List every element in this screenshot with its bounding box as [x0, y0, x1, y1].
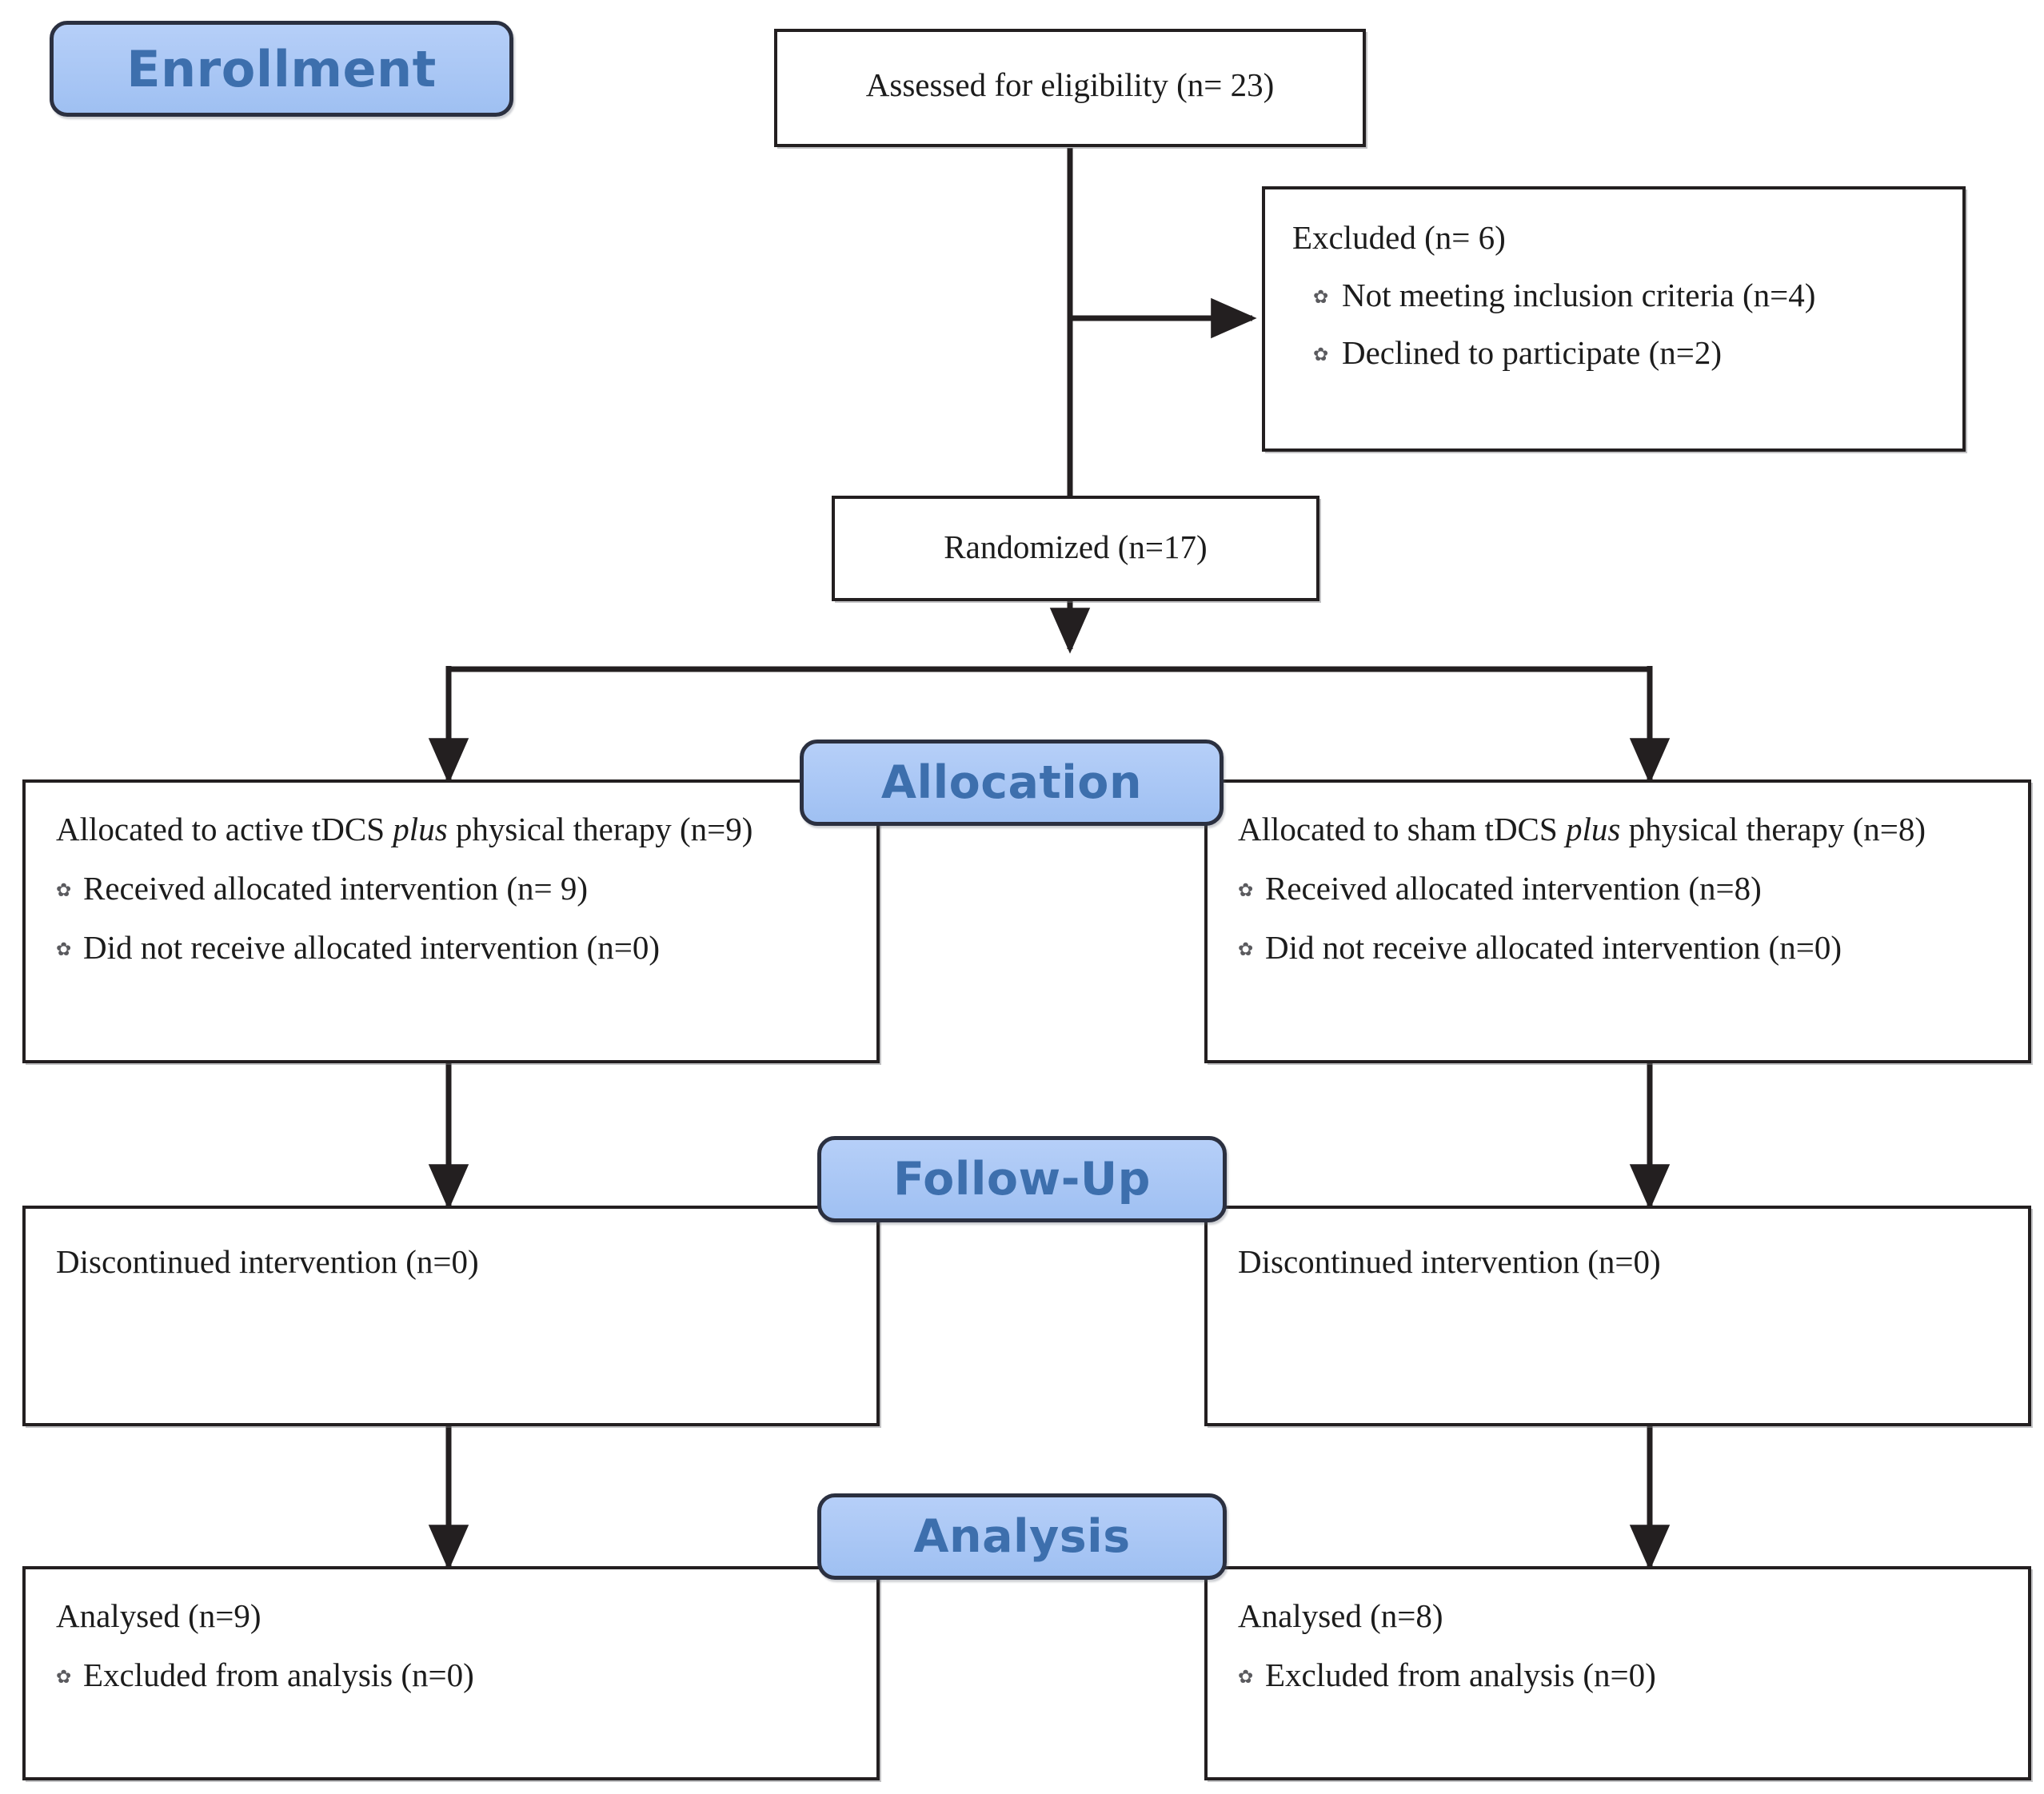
stage-pill-followup[interactable]: Follow-Up [817, 1136, 1227, 1222]
allocation-left-item-0-label: Received allocated intervention (n= 9) [83, 869, 589, 907]
bullet-icon: ✿ [56, 1666, 72, 1688]
analysis-left-item-0-label: Excluded from analysis (n=0) [83, 1656, 474, 1693]
bullet-icon: ✿ [1313, 286, 1329, 308]
analysis-left-title: Analysed (n=9) [56, 1597, 261, 1634]
excluded-item-1-label: Declined to participate (n=2) [1342, 333, 1723, 371]
allocation-right-title-emphasis: plus [1565, 811, 1621, 847]
box-analysis-active: Analysed (n=9) ✿ Excluded from analysis … [22, 1566, 880, 1780]
allocation-right-title-post: physical therapy (n=8) [1620, 811, 1926, 847]
allocation-right-item-1-label: Did not receive allocated intervention (… [1265, 928, 1842, 966]
box-allocation-active: Allocated to active tDCS plus physical t… [22, 779, 880, 1063]
assessed-title: Assessed for eligibility (n= 23) [865, 66, 1275, 103]
bullet-icon: ✿ [1238, 879, 1254, 901]
stage-label-analysis: Analysis [913, 1510, 1131, 1563]
bullet-icon: ✿ [56, 879, 72, 901]
allocation-left-title: Allocated to active tDCS plus physical t… [56, 811, 868, 848]
analysis-right-item-0-label: Excluded from analysis (n=0) [1265, 1656, 1656, 1693]
allocation-left-item-1: ✿ Did not receive allocated intervention… [56, 928, 868, 967]
followup-left-title: Discontinued intervention (n=0) [56, 1243, 479, 1280]
bullet-icon: ✿ [56, 939, 72, 960]
analysis-left-item-0: ✿ Excluded from analysis (n=0) [56, 1656, 868, 1694]
allocation-right-item-0: ✿ Received allocated intervention (n=8) [1238, 869, 2020, 907]
allocation-left-title-post: physical therapy (n=9) [447, 811, 753, 847]
analysis-right-item-0: ✿ Excluded from analysis (n=0) [1238, 1656, 2020, 1694]
box-analysis-sham: Analysed (n=8) ✿ Excluded from analysis … [1204, 1566, 2031, 1780]
allocation-right-item-1: ✿ Did not receive allocated intervention… [1238, 928, 2020, 967]
excluded-item-0-label: Not meeting inclusion criteria (n=4) [1342, 276, 1816, 313]
stage-label-allocation: Allocation [880, 756, 1143, 809]
box-excluded: Excluded (n= 6) ✿ Not meeting inclusion … [1262, 186, 1966, 452]
stage-pill-allocation[interactable]: Allocation [800, 740, 1224, 826]
stage-label-enrollment: Enrollment [126, 39, 437, 98]
box-assessed-for-eligibility: Assessed for eligibility (n= 23) [774, 29, 1366, 147]
followup-right-title: Discontinued intervention (n=0) [1238, 1243, 1661, 1280]
excluded-item-0: ✿ Not meeting inclusion criteria (n=4) [1292, 277, 1953, 314]
bullet-icon: ✿ [1313, 344, 1329, 365]
allocation-left-title-emphasis: plus [393, 811, 448, 847]
stage-label-followup: Follow-Up [893, 1153, 1151, 1206]
box-followup-sham: Discontinued intervention (n=0) [1204, 1206, 2031, 1426]
bullet-icon: ✿ [1238, 939, 1254, 960]
allocation-left-item-1-label: Did not receive allocated intervention (… [83, 928, 660, 966]
allocation-right-item-0-label: Received allocated intervention (n=8) [1265, 869, 1762, 907]
box-allocation-sham: Allocated to sham tDCS plus physical the… [1204, 779, 2031, 1063]
excluded-item-1: ✿ Declined to participate (n=2) [1292, 333, 1953, 372]
randomized-title: Randomized (n=17) [944, 528, 1208, 565]
stage-pill-enrollment[interactable]: Enrollment [50, 21, 513, 117]
allocation-right-title: Allocated to sham tDCS plus physical the… [1238, 811, 2020, 848]
bullet-icon: ✿ [1238, 1666, 1254, 1688]
stage-pill-analysis[interactable]: Analysis [817, 1493, 1227, 1580]
excluded-title: Excluded (n= 6) [1292, 219, 1506, 256]
allocation-right-title-pre: Allocated to sham tDCS [1238, 811, 1566, 847]
analysis-right-title: Analysed (n=8) [1238, 1597, 1443, 1634]
box-randomized: Randomized (n=17) [832, 496, 1319, 601]
box-followup-active: Discontinued intervention (n=0) [22, 1206, 880, 1426]
allocation-left-item-0: ✿ Received allocated intervention (n= 9) [56, 869, 868, 907]
allocation-left-title-pre: Allocated to active tDCS [56, 811, 393, 847]
